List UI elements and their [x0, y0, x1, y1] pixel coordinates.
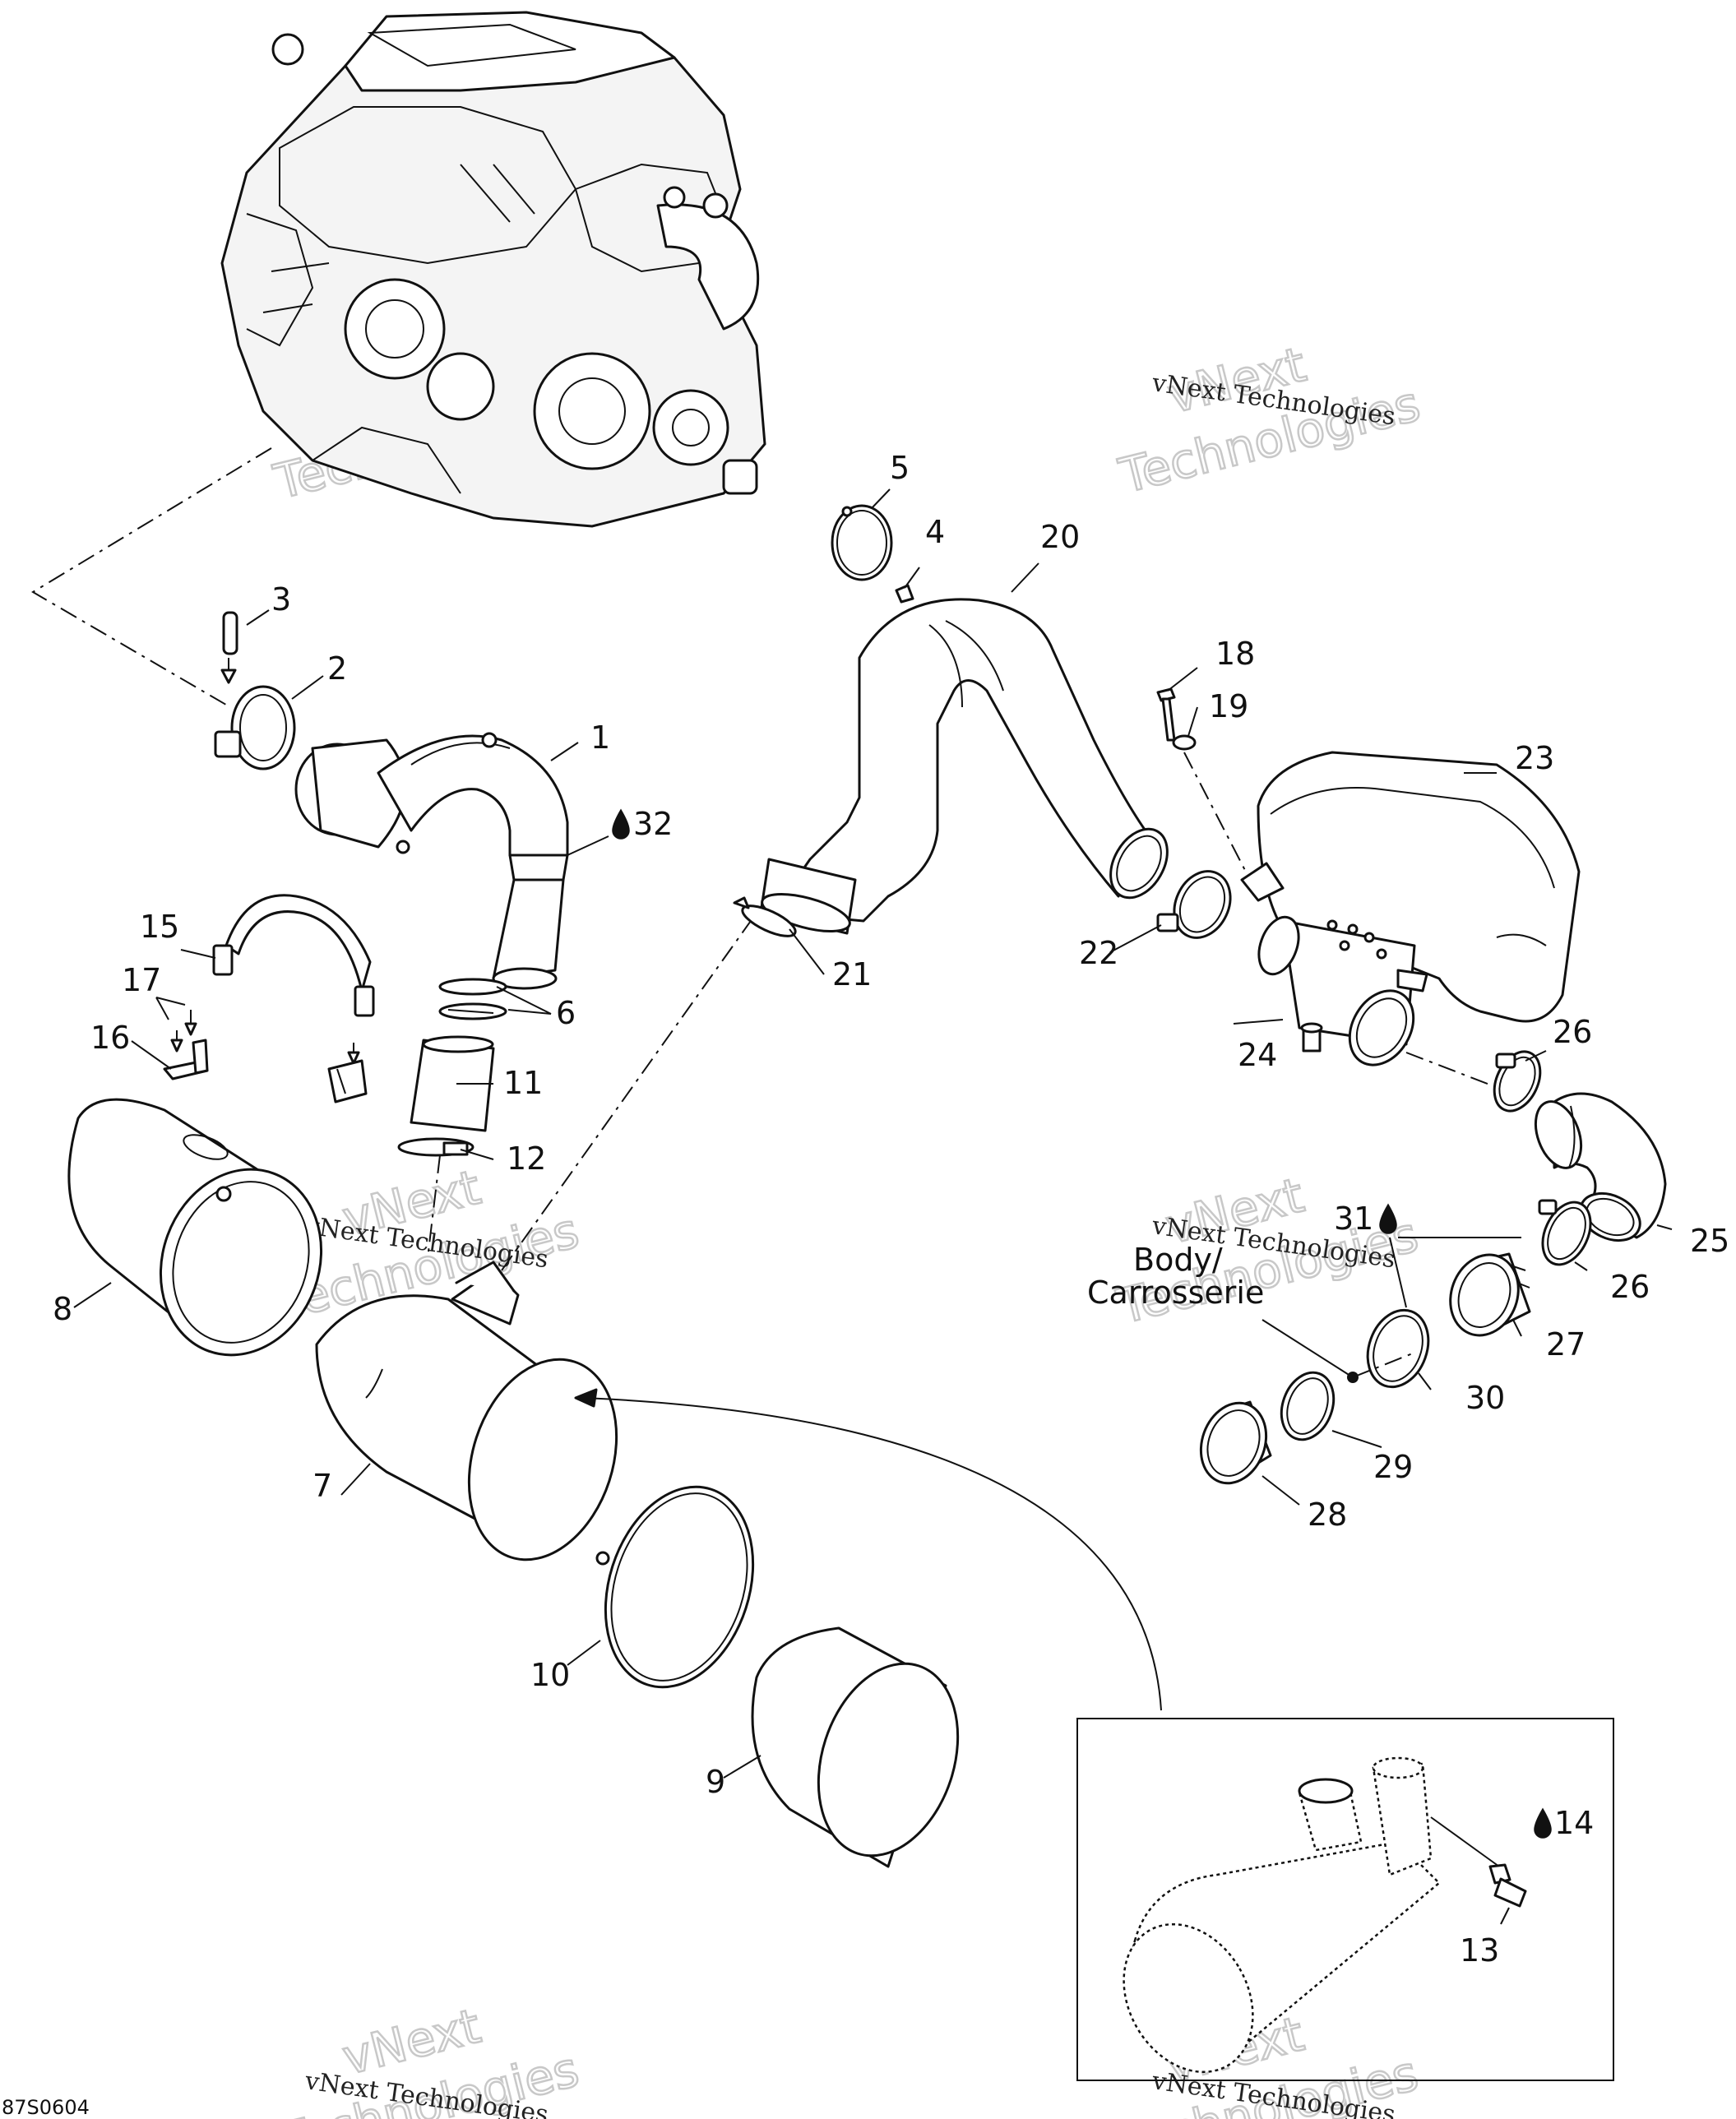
callout-32: 32 [633, 806, 673, 842]
callout-16: 16 [90, 1020, 130, 1056]
leader-lines [73, 488, 1673, 1925]
callout-14: 14 [1554, 1805, 1594, 1841]
drop-icon [612, 808, 630, 840]
callout-1: 1 [590, 719, 610, 756]
plug-part-24 [1300, 1022, 1323, 1053]
assembly-line-engine [31, 447, 272, 708]
figure-code: 87S0604 [2, 2096, 90, 2119]
end-cap-part-9 [751, 1626, 960, 1868]
sleeve-part-11 [410, 1035, 495, 1132]
clamp-part-26-lower [1538, 1199, 1592, 1266]
callout-8: 8 [53, 1291, 72, 1327]
washer-part-19 [1172, 734, 1197, 751]
callout-31: 31 [1334, 1201, 1373, 1237]
callout-11: 11 [503, 1065, 543, 1101]
manifold-pipe-part-1 [294, 732, 569, 990]
callout-27: 27 [1546, 1326, 1586, 1363]
drop-icon [1379, 1203, 1397, 1234]
clamp-ring-part-10 [595, 1485, 755, 1689]
gasket-part-29 [1280, 1371, 1336, 1441]
o-ring-part-5 [831, 504, 893, 581]
callout-4: 4 [925, 514, 945, 550]
gasket-ring-part-30 [1366, 1308, 1430, 1389]
callout-29: 29 [1373, 1449, 1413, 1485]
callout-21: 21 [832, 956, 872, 992]
assembly-line-body [1352, 1352, 1415, 1378]
clamp-part-2 [214, 685, 296, 770]
callout-15: 15 [140, 909, 179, 945]
strap-part-15 [212, 894, 375, 1017]
engine-block [220, 11, 766, 528]
callout-5: 5 [890, 450, 910, 486]
callout-6: 6 [556, 995, 576, 1031]
reference-arrow [583, 1397, 1162, 1711]
drop-icon [1534, 1807, 1552, 1839]
callout-3: 3 [271, 581, 291, 618]
callout-22: 22 [1079, 935, 1118, 971]
water-box-part-23 [1240, 751, 1581, 1066]
bolt-part-18 [1156, 687, 1176, 742]
clamp-part-12 [397, 1137, 475, 1157]
body-label-line2: Carrosserie [1087, 1275, 1264, 1311]
callout-2: 2 [327, 650, 347, 687]
sensor-part-13 [1488, 1863, 1527, 1908]
clamp-part-26-upper [1493, 1050, 1542, 1113]
callout-28: 28 [1308, 1497, 1347, 1533]
gasket-part-21 [733, 896, 797, 937]
callout-25: 25 [1690, 1223, 1729, 1259]
clamp-part-22 [1156, 870, 1232, 939]
callout-10: 10 [530, 1657, 570, 1693]
body-label-line1: Body/ [1133, 1242, 1223, 1278]
watermark-group: vNext Technologies vNext Technologies vN… [267, 335, 1426, 2119]
callout-13: 13 [1460, 1932, 1499, 1969]
fitting-part-4 [895, 584, 914, 604]
callout-17: 17 [122, 962, 161, 998]
nut-ring-part-28 [1199, 1400, 1272, 1485]
callout-20: 20 [1040, 519, 1080, 555]
callout-30: 30 [1465, 1380, 1505, 1416]
assembly-line-bolt [1183, 752, 1251, 881]
callout-numbers: 1 2 3 4 5 6 7 8 9 10 11 12 13 14 15 16 1… [53, 450, 1729, 1969]
callout-26-lower: 26 [1610, 1269, 1650, 1305]
pin-part-3 [220, 611, 238, 684]
callout-26-upper: 26 [1553, 1014, 1592, 1050]
assembly-line-muffler [501, 912, 757, 1271]
callout-7: 7 [312, 1468, 332, 1504]
clamps-part-6 [438, 978, 507, 1020]
callout-19: 19 [1209, 688, 1248, 724]
callout-24: 24 [1238, 1037, 1277, 1073]
elbow-hose-part-25 [1534, 1092, 1667, 1242]
callout-18: 18 [1215, 636, 1255, 672]
callout-9: 9 [706, 1764, 725, 1800]
assembly-line-sleeve [427, 1154, 441, 1259]
inset-box [1076, 1718, 1614, 2081]
body-leader [1261, 1319, 1354, 1378]
callout-12: 12 [507, 1140, 546, 1177]
muffler-part-7 [315, 1261, 618, 1561]
drop-icons [612, 808, 1552, 1839]
screws-part-17 [170, 1010, 360, 1065]
outlet-fitting-part-27 [1449, 1252, 1531, 1337]
heat-shield-part-8 [67, 1098, 323, 1357]
brackets-part-16 [163, 1039, 368, 1103]
callout-23: 23 [1515, 740, 1554, 776]
exhaust-pipe-part-20 [759, 598, 1169, 935]
inset-muffler [1123, 1756, 1506, 2074]
